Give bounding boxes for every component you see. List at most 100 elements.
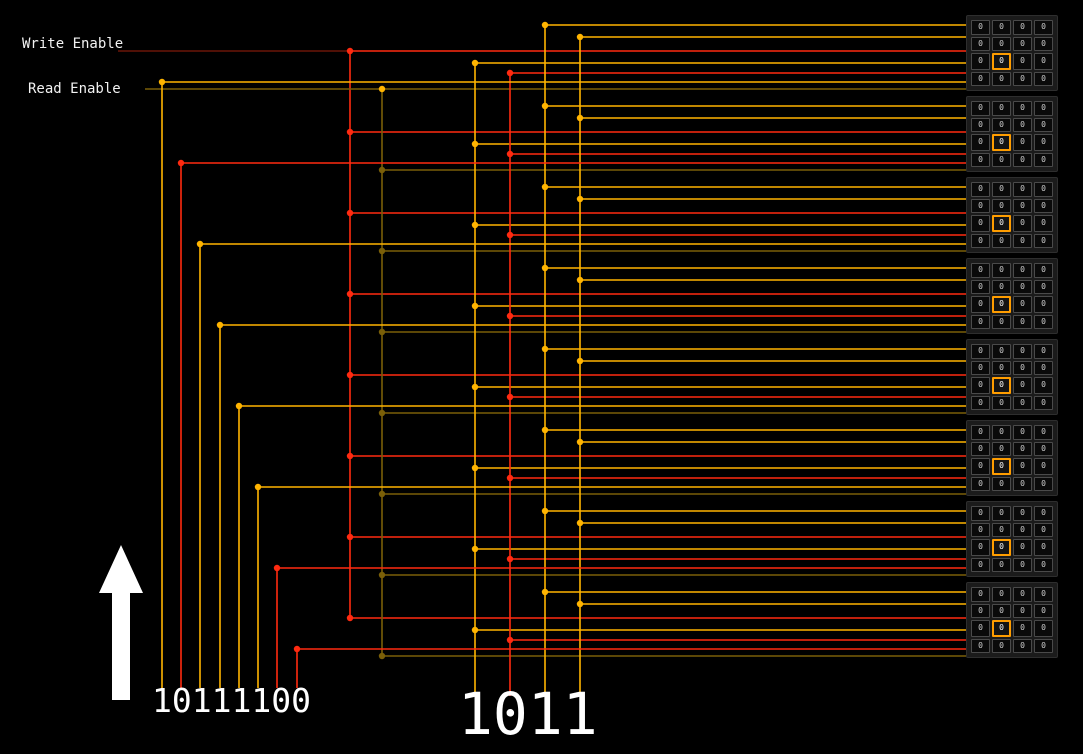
wire-junction-dot [346, 47, 354, 55]
wire-junction-dot [346, 128, 354, 136]
wire-junction-dot [177, 159, 185, 167]
memory-cell: 0 [992, 522, 1011, 537]
memory-cell: 0 [992, 476, 1011, 491]
wire-junction-dot [471, 545, 479, 553]
memory-cell: 0 [1013, 587, 1032, 602]
memory-cell: 0 [1013, 522, 1032, 537]
memory-cell: 0 [971, 587, 990, 602]
wire-junction-dot [346, 452, 354, 460]
memory-cell: 0 [992, 20, 1011, 35]
wire-junction-dot [576, 195, 584, 203]
memory-cell: 0 [1013, 557, 1032, 572]
wire-junction-dot [378, 166, 386, 174]
memory-cell: 0 [1034, 539, 1053, 556]
memory-cell: 0 [971, 314, 990, 329]
wire-junction-dot [346, 533, 354, 541]
memory-cell: 0 [992, 638, 1011, 653]
wire-junction-dot [471, 383, 479, 391]
data-bits-text: 10111100 [152, 681, 311, 720]
memory-cell: 0 [1013, 620, 1032, 637]
wire-junction-dot [576, 114, 584, 122]
memory-cell: 0 [971, 53, 990, 70]
memory-cell: 0 [971, 458, 990, 475]
memory-cell: 0 [971, 506, 990, 521]
memory-cell: 0 [1013, 134, 1032, 151]
wire-junction-dot [506, 474, 514, 482]
wire-junction-dot [378, 409, 386, 417]
selected-memory-cell: 0 [992, 296, 1011, 313]
memory-cell: 0 [1013, 360, 1032, 375]
memory-cell: 0 [971, 395, 990, 410]
memory-cell: 0 [1034, 215, 1053, 232]
memory-cell: 0 [1013, 441, 1032, 456]
selected-memory-cell: 0 [992, 620, 1011, 637]
memory-cell: 0 [1013, 279, 1032, 294]
wire-junction-dot [541, 507, 549, 515]
memory-cell: 0 [1034, 314, 1053, 329]
memory-cell: 0 [992, 587, 1011, 602]
wire-junction-dot [541, 426, 549, 434]
wire-junction-dot [293, 645, 301, 653]
memory-cell: 0 [992, 198, 1011, 213]
memory-cell: 0 [1034, 506, 1053, 521]
wire-junction-dot [471, 464, 479, 472]
memory-cell: 0 [1034, 134, 1053, 151]
wire-junction-dot [273, 564, 281, 572]
memory-cell: 0 [992, 152, 1011, 167]
wire-junction-dot [541, 264, 549, 272]
memory-cell: 0 [971, 441, 990, 456]
memory-cell: 0 [971, 20, 990, 35]
wire-junction-dot [576, 276, 584, 284]
wire-junction-dot [506, 231, 514, 239]
selected-memory-cell: 0 [992, 53, 1011, 70]
memory-cell: 0 [1034, 603, 1053, 618]
wire-junction-dot [471, 59, 479, 67]
memory-cell: 0 [971, 215, 990, 232]
memory-cell: 0 [971, 476, 990, 491]
wire-junction-dot [506, 69, 514, 77]
memory-cell: 0 [971, 279, 990, 294]
address-bits-text: 1011 [458, 680, 598, 748]
memory-cell: 0 [971, 71, 990, 86]
wire-junction-dot [541, 345, 549, 353]
memory-cell: 0 [992, 36, 1011, 51]
wire-junction-dot [196, 240, 204, 248]
wire-junction-dot [216, 321, 224, 329]
memory-cell: 0 [1034, 152, 1053, 167]
wire-junction-dot [541, 183, 549, 191]
wire-junction-dot [506, 393, 514, 401]
wire-junction-dot [235, 402, 243, 410]
memory-cell: 0 [1034, 296, 1053, 313]
memory-cell: 0 [1034, 377, 1053, 394]
write-enable-label: Write Enable [22, 36, 124, 52]
memory-cell: 0 [1013, 314, 1032, 329]
memory-cell: 0 [971, 360, 990, 375]
memory-cell: 0 [1034, 233, 1053, 248]
memory-cell: 0 [992, 182, 1011, 197]
wire-junction-dot [506, 636, 514, 644]
memory-cell: 0 [971, 198, 990, 213]
memory-cell: 0 [971, 233, 990, 248]
memory-cell: 0 [1034, 182, 1053, 197]
wire-junction-dot [576, 438, 584, 446]
memory-cell: 0 [971, 620, 990, 637]
memory-cell: 0 [992, 425, 1011, 440]
selected-memory-cell: 0 [992, 539, 1011, 556]
wire-junction-dot [541, 21, 549, 29]
memory-cell: 0 [971, 377, 990, 394]
memory-cell: 0 [1013, 182, 1032, 197]
up-arrow-icon [99, 545, 143, 700]
memory-cell: 0 [1034, 198, 1053, 213]
wire-junction-dot [576, 357, 584, 365]
wire-junction-dot [346, 209, 354, 217]
memory-cell: 0 [992, 395, 1011, 410]
memory-cell: 0 [1013, 425, 1032, 440]
memory-cell: 0 [971, 638, 990, 653]
memory-cell: 0 [1034, 117, 1053, 132]
wire-junction-dot [576, 33, 584, 41]
memory-cell: 0 [1013, 233, 1032, 248]
